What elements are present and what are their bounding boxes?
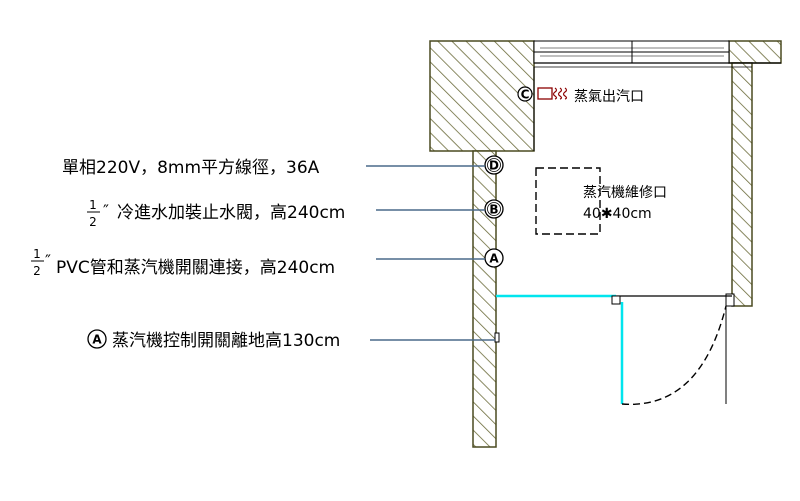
callout-water-inlet-text: 冷進水加裝止水閥，高240cm	[117, 203, 345, 223]
fraction-pvc-den: 2	[33, 264, 41, 278]
callout-pvc-pipe-text: PVC管和蒸汽機開關連接，高240cm	[56, 258, 335, 278]
service-hatch-title: 蒸汽機維修口	[583, 185, 667, 201]
fraction-water: 1 2 ″	[87, 198, 109, 229]
marker-a-letter: A	[489, 252, 499, 266]
marker-d-letter: D	[489, 159, 499, 173]
fraction-pvc: 1 2 ″	[31, 247, 51, 278]
steam-outlet-icon	[537, 87, 568, 100]
marker-c: C	[517, 86, 533, 102]
door-swing	[621, 305, 727, 405]
marker-a-legend-letter: A	[92, 333, 102, 347]
inch-mark-water: ″	[103, 201, 109, 220]
fraction-water-den: 2	[89, 215, 97, 229]
marker-b-letter: B	[489, 203, 498, 217]
inch-mark-pvc: ″	[45, 251, 51, 270]
service-hatch	[535, 167, 601, 235]
leader-lines	[366, 165, 495, 341]
marker-d: D	[484, 155, 504, 175]
wall-top-right-block	[728, 40, 782, 64]
glass-partition	[496, 294, 624, 404]
switch-box	[494, 332, 500, 343]
steam-outlet-label: 蒸氣出汽口	[574, 89, 644, 105]
marker-a: A	[484, 248, 504, 268]
wall-top-left-block	[429, 40, 535, 152]
service-hatch-size: 40✱40cm	[583, 206, 652, 222]
fraction-pvc-num: 1	[33, 247, 41, 261]
marker-a-legend: A	[87, 329, 107, 349]
walls	[429, 40, 782, 448]
callout-control-switch-text: 蒸汽機控制開關離地高130cm	[112, 331, 340, 351]
callout-power-text: 單相220V，8mm平方線徑，36A	[62, 158, 320, 178]
fraction-water-num: 1	[89, 198, 97, 212]
marker-b: B	[484, 199, 504, 219]
wall-right	[731, 62, 753, 307]
window-top	[533, 40, 781, 68]
marker-c-letter: C	[521, 88, 530, 102]
wall-right-cap	[725, 293, 735, 307]
wall-left	[472, 150, 497, 448]
